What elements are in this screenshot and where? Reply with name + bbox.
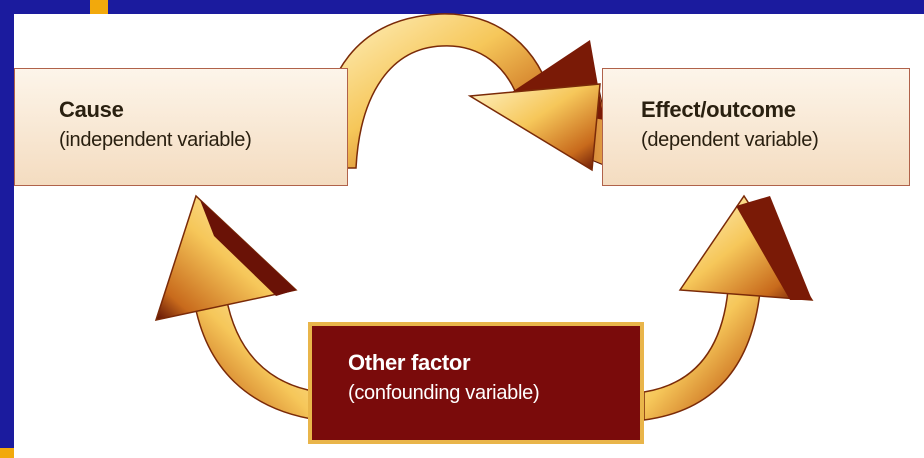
arrow-other-to-cause [154,194,319,421]
top-accent-bar [90,0,108,14]
arrow-cause-to-effect [317,13,617,172]
effect-subtitle: (dependent variable) [641,129,819,151]
other-subtitle: (confounding variable) [348,382,540,404]
effect-title: Effect/outcome [641,97,796,122]
effect-node: Effect/outcome (dependent variable) [602,68,910,186]
other-title: Other factor [348,350,471,375]
confounding-node: Other factor (confounding variable) [308,322,644,444]
cause-node: Cause (independent variable) [14,68,348,186]
cause-subtitle: (independent variable) [59,129,252,151]
arrow-other-to-effect [643,194,814,421]
bottom-accent-bar [0,448,14,458]
cause-title: Cause [59,97,124,122]
